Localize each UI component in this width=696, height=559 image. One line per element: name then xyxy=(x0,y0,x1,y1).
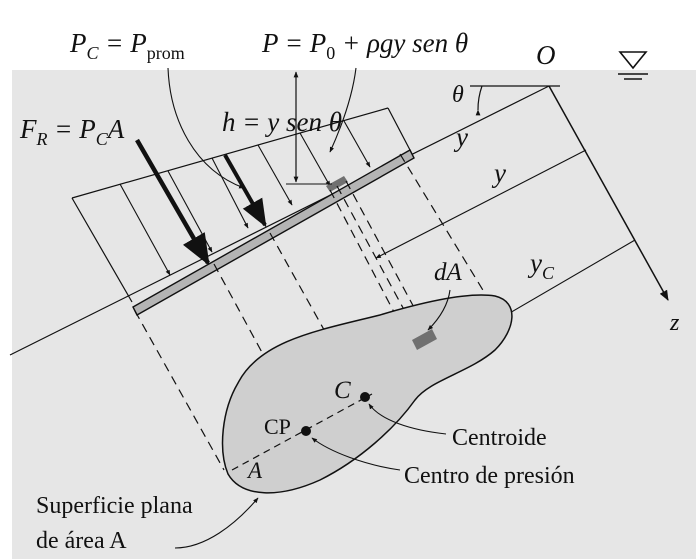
y-distance-label: y xyxy=(491,158,506,188)
y-axis-line xyxy=(9,85,550,356)
area-element xyxy=(412,329,437,350)
centro-presion-leader xyxy=(311,437,401,471)
superficie-plana-label: Superficie plana xyxy=(36,493,193,519)
pc-equals-pprom-label: PC = Pprom xyxy=(69,28,185,63)
pressure-center-cp-label: CP xyxy=(264,414,291,439)
da-label: dA xyxy=(434,259,463,286)
p-leader xyxy=(329,67,357,153)
z-axis-line xyxy=(548,85,669,301)
plate-element xyxy=(326,176,348,192)
de-area-a-label: de área A xyxy=(36,528,127,554)
yc-label: yC xyxy=(527,248,555,283)
pc-leader xyxy=(167,67,245,189)
z-axis-label: z xyxy=(669,310,680,336)
pressure-equation-label: P = P0 + ρgy sen θ xyxy=(261,28,468,63)
pressure-center-point xyxy=(301,426,311,436)
centroide-leader xyxy=(368,403,447,435)
area-a-label: A xyxy=(246,458,263,483)
superficie-leader xyxy=(174,497,259,549)
resultant-force-label: FR = PCA xyxy=(19,114,125,149)
pressure-distribution xyxy=(71,107,411,303)
cp-c-line xyxy=(231,393,373,471)
average-pressure-arrow xyxy=(223,154,267,228)
resultant-force-arrow xyxy=(135,138,210,266)
centroid-point xyxy=(360,392,370,402)
centroide-label: Centroide xyxy=(452,425,547,451)
centroid-c-label: C xyxy=(334,377,351,404)
origin-label: O xyxy=(536,40,556,70)
theta-label: θ xyxy=(452,82,464,108)
centro-de-presion-label: Centro de presión xyxy=(404,463,575,489)
y-distance-line xyxy=(375,149,587,259)
h-label: h = y sen θ xyxy=(222,107,342,137)
free-surface-symbol xyxy=(618,51,648,80)
y-axis-label: y xyxy=(453,122,468,152)
da-leader xyxy=(427,289,451,331)
